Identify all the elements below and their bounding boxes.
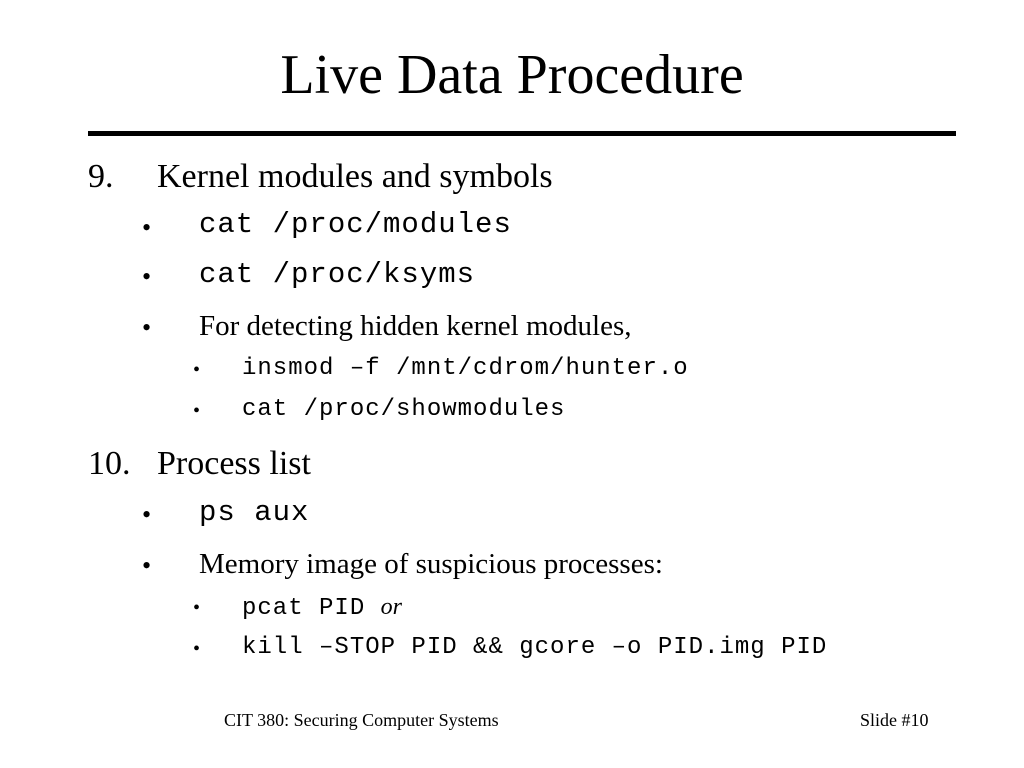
bullet-icon: •: [193, 597, 201, 619]
bullet-icon: •: [193, 359, 201, 381]
command-text: pcat PID: [242, 595, 366, 622]
command-text: ps aux: [199, 496, 310, 529]
item-number: 10.: [88, 445, 131, 482]
bullet-icon: •: [142, 213, 152, 242]
bullet-icon: •: [142, 500, 152, 529]
command-line: pcat PID or: [242, 593, 402, 623]
footer-course: CIT 380: Securing Computer Systems: [224, 710, 499, 730]
item-number: 9.: [88, 158, 114, 195]
footer-slide-number: Slide #10: [860, 710, 929, 730]
bullet-icon: •: [142, 262, 152, 291]
command-text: kill –STOP PID && gcore –o PID.img PID: [242, 634, 828, 661]
command-text: cat /proc/modules: [199, 208, 512, 241]
bullet-text: For detecting hidden kernel modules,: [199, 310, 632, 342]
command-text: cat /proc/showmodules: [242, 396, 566, 423]
bullet-text: Memory image of suspicious processes:: [199, 548, 663, 580]
command-text: insmod –f /mnt/cdrom/hunter.o: [242, 355, 689, 382]
item-heading: Kernel modules and symbols: [157, 158, 553, 195]
bullet-icon: •: [142, 551, 152, 580]
bullet-icon: •: [142, 313, 152, 342]
bullet-icon: •: [193, 400, 201, 422]
bullet-icon: •: [193, 638, 201, 660]
slide-title: Live Data Procedure: [280, 44, 744, 106]
title-divider: [88, 131, 956, 136]
conjunction-text: or: [380, 594, 402, 620]
command-text: cat /proc/ksyms: [199, 258, 476, 291]
item-heading: Process list: [157, 445, 311, 482]
